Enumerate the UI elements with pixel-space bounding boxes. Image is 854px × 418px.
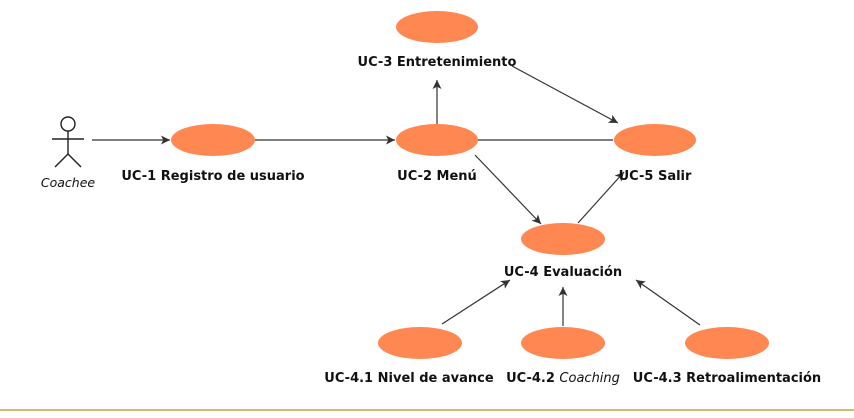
use-case-uc3-label: UC-3 Entretenimiento: [358, 55, 517, 70]
use-case-uc1: [171, 124, 255, 156]
relation-uc2-uc4: [474, 154, 542, 225]
uc5-name: Salir: [658, 169, 692, 184]
uc3-name: Entretenimiento: [397, 55, 517, 70]
uc42-name: Coaching: [559, 371, 620, 386]
actor-stick-figure-icon: [52, 116, 84, 168]
use-case-uc5-label: UC-5 Salir: [619, 169, 692, 184]
uc1-code: UC-1: [121, 169, 156, 184]
use-case-uc4-label: UC-4 Evaluación: [504, 265, 622, 280]
relation-uc41-uc4: [441, 279, 511, 325]
use-case-uc43-label: UC-4.3 Retroalimentación: [633, 371, 821, 386]
actor-label: Coachee: [41, 175, 96, 190]
use-case-uc2-label: UC-2 Menú: [397, 169, 477, 184]
relation-uc43-uc4: [635, 279, 701, 326]
use-case-uc5: [614, 124, 696, 156]
uc2-name: Menú: [437, 169, 477, 184]
uc4-name: Evaluación: [543, 265, 622, 280]
use-case-uc1-label: UC-1 Registro de usuario: [121, 169, 304, 184]
use-case-uc42-label: UC-4.2 Coaching: [506, 371, 620, 386]
uc43-name: Retroalimentación: [686, 371, 821, 386]
relation-uc3-uc5: [511, 65, 619, 124]
use-case-uc41-label: UC-4.1 Nivel de avance: [324, 371, 494, 386]
uc5-code: UC-5: [619, 169, 654, 184]
use-case-uc2: [396, 124, 478, 156]
uc2-code: UC-2: [397, 169, 432, 184]
use-case-uc43: [685, 327, 769, 359]
uc42-code: UC-4.2: [506, 371, 555, 386]
uc41-name: Nivel de avance: [378, 371, 494, 386]
uc3-code: UC-3: [358, 55, 393, 70]
uc1-name: Registro de usuario: [161, 169, 305, 184]
use-case-uc41: [378, 327, 462, 359]
uc4-code: UC-4: [504, 265, 539, 280]
use-case-uc42: [521, 327, 605, 359]
use-case-uc3: [396, 11, 478, 43]
use-case-uc4: [521, 223, 605, 255]
relation-uc4-uc5: [577, 171, 625, 224]
uc41-code: UC-4.1: [324, 371, 373, 386]
uc43-code: UC-4.3: [633, 371, 682, 386]
